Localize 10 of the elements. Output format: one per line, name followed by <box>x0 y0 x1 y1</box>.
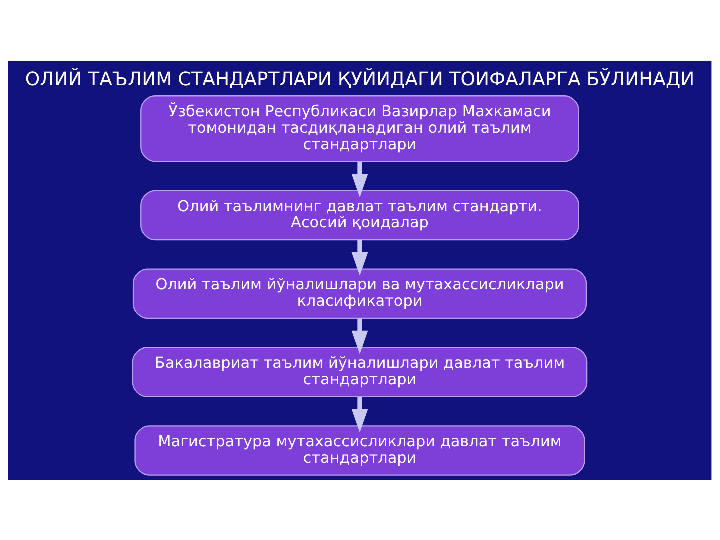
node-box: Ўзбекистон Республикаси Вазирлар Махкамаси томонидан тасдиқланадиган олий таълим стандартлари <box>140 95 580 162</box>
arrow <box>352 318 368 354</box>
node-box: Олий таълимнинг давлат таълим стандарти. Асосий қоидалар <box>140 190 580 240</box>
arrow <box>352 240 368 276</box>
node-box: Бакалавриат таълим йўналишлари давлат таълим стандартлари <box>132 346 588 397</box>
node-box: Магистратура мутахассисликлари давлат таълим стандартлари <box>134 425 586 476</box>
node-box: Олий таълим йўналишлари ва мутахассисликлари класификатори <box>132 268 588 319</box>
arrow <box>352 161 368 198</box>
diagram-title: ОЛИЙ ТАЪЛИМ СТАНДАРТЛАРИ ҚУЙИДАГИ ТОИФАЛАРГА БЎЛИНАДИ <box>25 68 695 90</box>
arrow <box>352 396 368 432</box>
